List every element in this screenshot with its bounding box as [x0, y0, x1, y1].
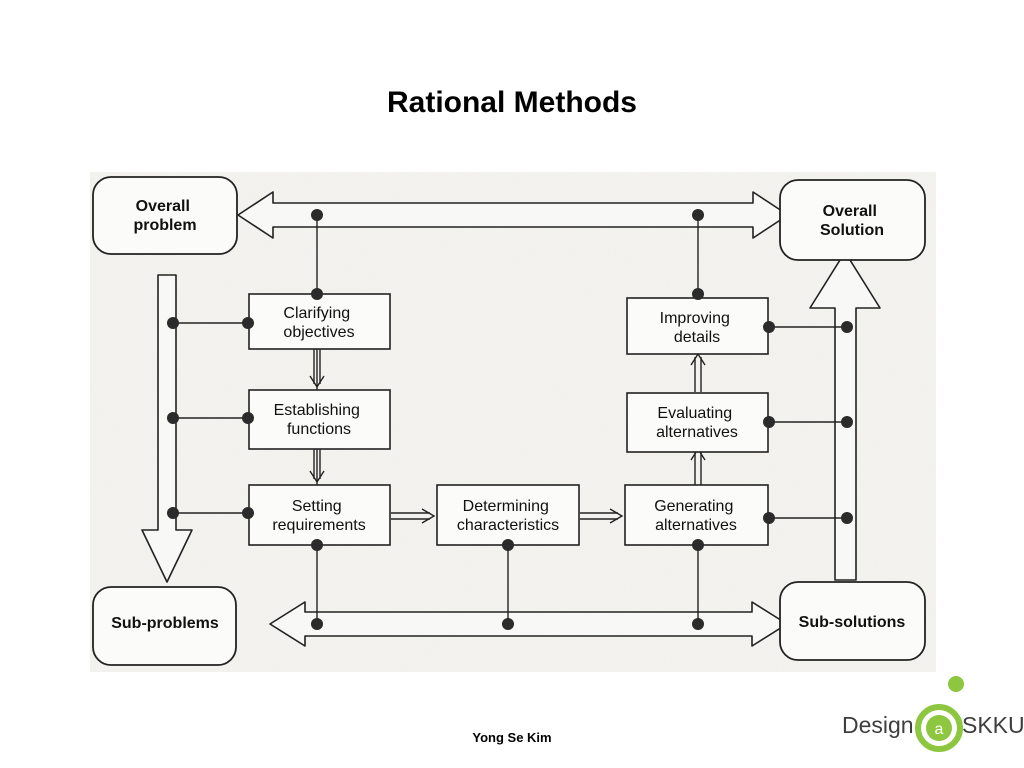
junction-dot: [167, 317, 179, 329]
junction-dot: [841, 512, 853, 524]
left-down-arrow: [141, 274, 193, 583]
node-overall-problem: [92, 176, 238, 255]
junction-dot: [167, 412, 179, 424]
node-determining-characteristics: [436, 484, 580, 546]
label-determining-characteristics: Determining characteristics: [457, 498, 559, 534]
node-generating-alternatives: [624, 484, 769, 546]
junction-dot: [763, 416, 775, 428]
rational-methods-diagram: Overall problem Overall Solution Sub-pro…: [90, 172, 936, 672]
label-clarifying-objectives: Clarifying objectives: [283, 305, 354, 341]
label-overall-problem: Overall problem: [133, 198, 196, 234]
right-up-arrow: [809, 251, 881, 581]
junction-dot: [841, 416, 853, 428]
junction-dot: [242, 412, 254, 424]
junction-dot: [311, 618, 323, 630]
label-overall-solution: Overall Solution: [820, 203, 884, 239]
label-establishing-functions: Establishing functions: [274, 402, 365, 438]
label-setting-requirements: Setting requirements: [272, 498, 365, 534]
logo-mark-icon: a: [915, 676, 964, 752]
junction-dot: [841, 321, 853, 333]
junction-dot: [692, 539, 704, 551]
label-evaluating-alternatives: Evaluating alternatives: [656, 405, 738, 441]
junction-dot: [502, 618, 514, 630]
node-setting-requirements: [248, 484, 391, 546]
page-title: Rational Methods: [386, 86, 637, 119]
logo-mark-letter: a: [935, 721, 944, 738]
junction-dot: [242, 317, 254, 329]
junction-dot: [311, 209, 323, 221]
junction-dot: [167, 507, 179, 519]
node-improving-details: [626, 297, 769, 355]
junction-dot: [692, 618, 704, 630]
node-evaluating-alternatives: [626, 392, 769, 453]
junction-dot: [502, 539, 514, 551]
node-overall-solution: [779, 179, 926, 261]
footer-author: Yong Se Kim: [472, 730, 552, 745]
junction-dot: [242, 507, 254, 519]
logo-suffix: SKKU: [962, 712, 1024, 738]
label-improving-details: Improving details: [660, 310, 735, 346]
junction-dot: [311, 288, 323, 300]
label-generating-alternatives: Generating alternatives: [654, 498, 738, 534]
node-sub-solutions: [779, 581, 926, 661]
junction-dot: [692, 288, 704, 300]
junction-dot: [763, 321, 775, 333]
node-establishing-functions: [248, 389, 391, 450]
label-sub-problems: Sub-problems: [111, 615, 219, 632]
logo-word: Design: [842, 712, 914, 738]
junction-dot: [692, 209, 704, 221]
design-skku-logo: Design a SKKU: [838, 672, 1024, 762]
label-sub-solutions: Sub-solutions: [799, 614, 906, 631]
junction-dot: [311, 539, 323, 551]
node-sub-problems: [92, 586, 237, 666]
junction-dot: [763, 512, 775, 524]
